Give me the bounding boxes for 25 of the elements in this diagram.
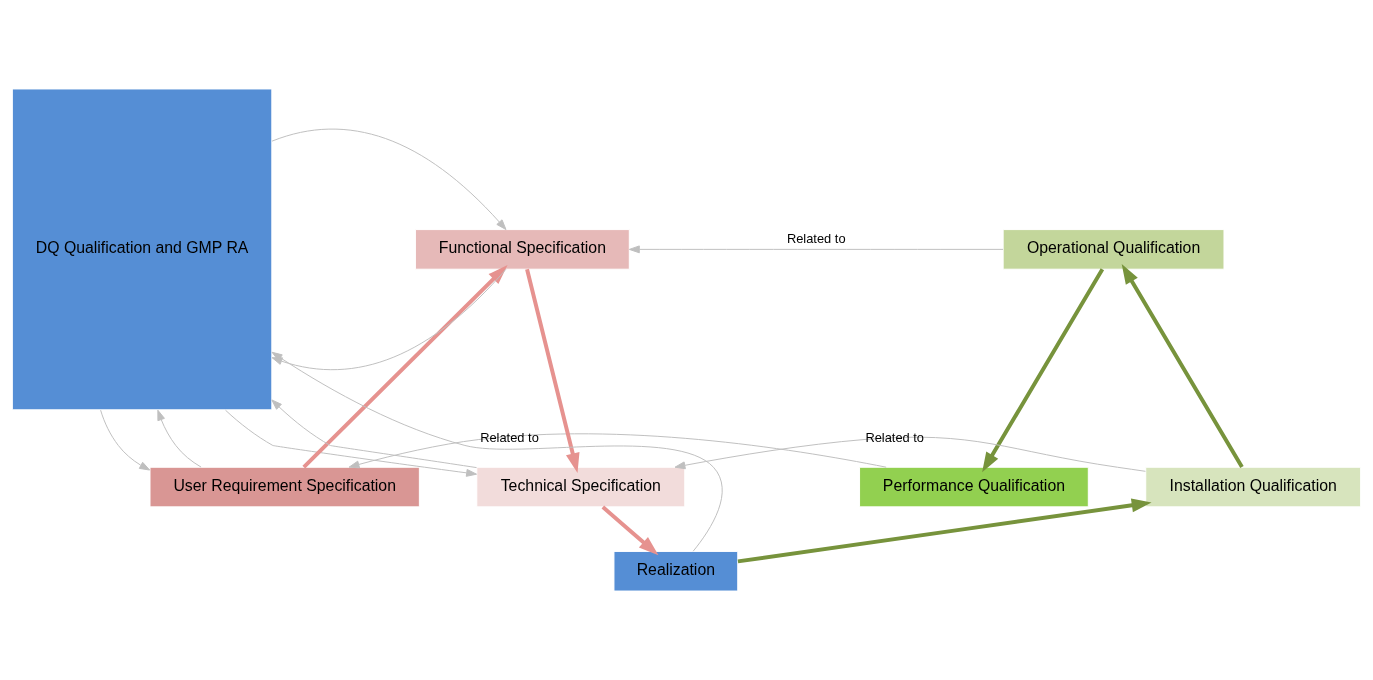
arrow (674, 436, 1146, 472)
node-box: Functional Specification (414, 229, 630, 270)
edge-label: Related to (865, 429, 925, 445)
node-box: Installation Qualification (1145, 466, 1362, 508)
arrow (100, 409, 151, 471)
edge-label: Related to (786, 230, 846, 246)
arrow (157, 409, 202, 468)
arrow (737, 498, 1152, 564)
node-box: Technical Specification (476, 466, 686, 508)
arrow (525, 268, 580, 473)
arrow (1121, 264, 1244, 469)
arrow (225, 409, 478, 477)
arrow (271, 128, 507, 231)
arrow (601, 505, 659, 556)
node-box: Operational Qualification (1002, 229, 1225, 270)
arrow (628, 245, 1004, 254)
arrow (982, 268, 1105, 473)
arrow (348, 433, 887, 469)
arrow (271, 399, 478, 469)
edge-label: Related to (480, 429, 539, 445)
node-box: Performance Qualification (859, 466, 1089, 508)
arrow (302, 265, 508, 469)
node-box: User Requirement Specification (149, 466, 420, 508)
node-box: Realization (613, 550, 739, 592)
node-box: DQ Qualification and GMP RA (11, 88, 273, 411)
